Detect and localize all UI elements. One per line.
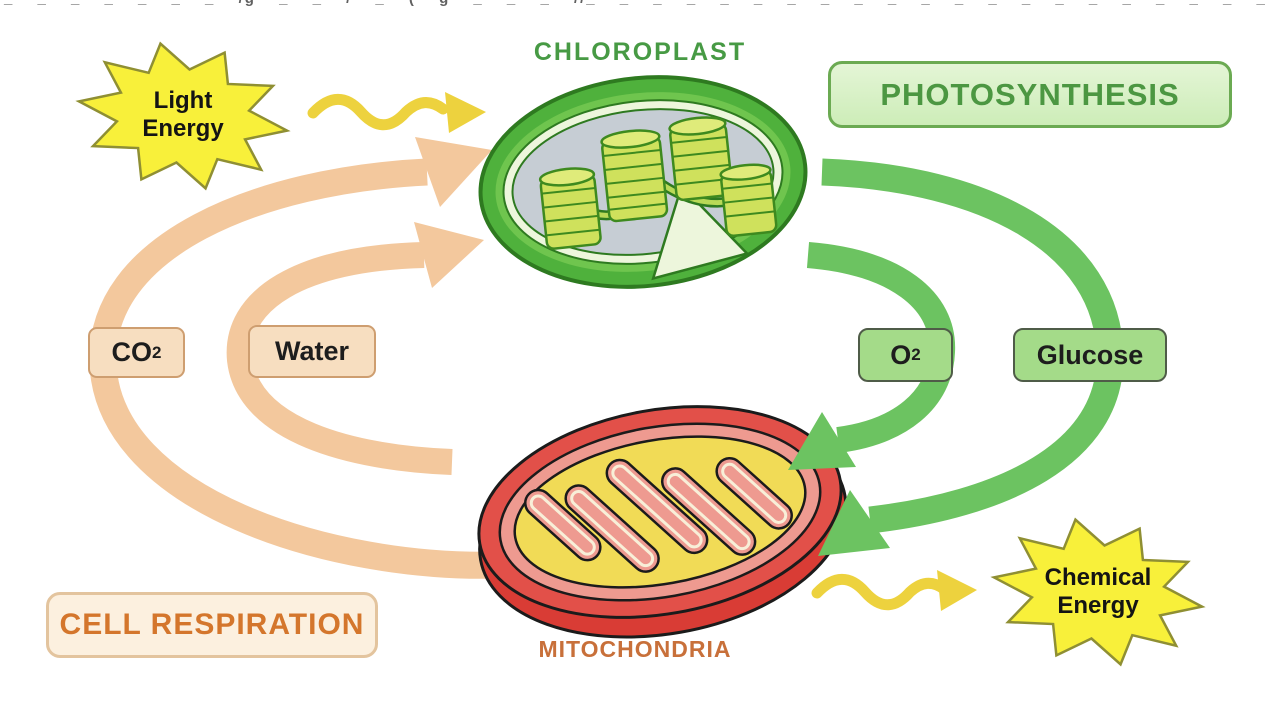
granum-stack [668, 116, 734, 202]
light-energy-starburst [75, 41, 291, 191]
photosynthesis-box: PHOTOSYNTHESIS [828, 61, 1232, 128]
water-arrowhead-icon [414, 222, 484, 288]
crista [660, 467, 757, 556]
crista [524, 488, 602, 562]
glucose-box: Glucose [1013, 328, 1167, 382]
clipped-document-text: _ _ _ _ _ _ _ /g _ _ / _ ( g _ _ _ //_ _… [0, 0, 1282, 11]
light-energy-arrow [307, 92, 486, 133]
cell-respiration-label: CELL RESPIRATION [59, 608, 365, 641]
clipped-text-fragments: _ _ _ _ _ _ _ /g _ _ / _ ( g _ _ _ //_ _… [4, 0, 1282, 6]
cell-respiration-box: CELL RESPIRATION [46, 592, 378, 658]
co2-arrowhead-icon [415, 137, 492, 207]
chemical-energy-burst-text: Chemical Energy [1044, 563, 1152, 619]
glucose-arrowhead-icon [818, 490, 890, 556]
crista [715, 457, 793, 530]
light-energy-burst-text: Light Energy [142, 86, 224, 142]
photosynthesis-label: PHOTOSYNTHESIS [880, 76, 1180, 112]
granum-stack [600, 129, 669, 223]
chloroplast-label: CHLOROPLAST [533, 38, 747, 66]
o2-arrowhead-icon [788, 412, 856, 470]
crista [564, 484, 660, 573]
mitochondria-illustration [477, 405, 848, 639]
granum-stack [538, 167, 602, 250]
crista [605, 458, 709, 555]
mitochondria-label: MITOCHONDRIA [538, 636, 732, 662]
light-energy-arrowhead-icon [445, 92, 486, 133]
chloroplast-cutaway-notch [651, 183, 750, 281]
water-arrow [226, 222, 484, 475]
chemical-energy-starburst [990, 517, 1206, 667]
chemical-energy-arrow [811, 570, 977, 611]
water-box: Water [248, 325, 376, 378]
granum-stack [719, 163, 778, 238]
chloroplast-illustration [478, 75, 808, 289]
chemical-energy-arrowhead-icon [937, 570, 977, 611]
